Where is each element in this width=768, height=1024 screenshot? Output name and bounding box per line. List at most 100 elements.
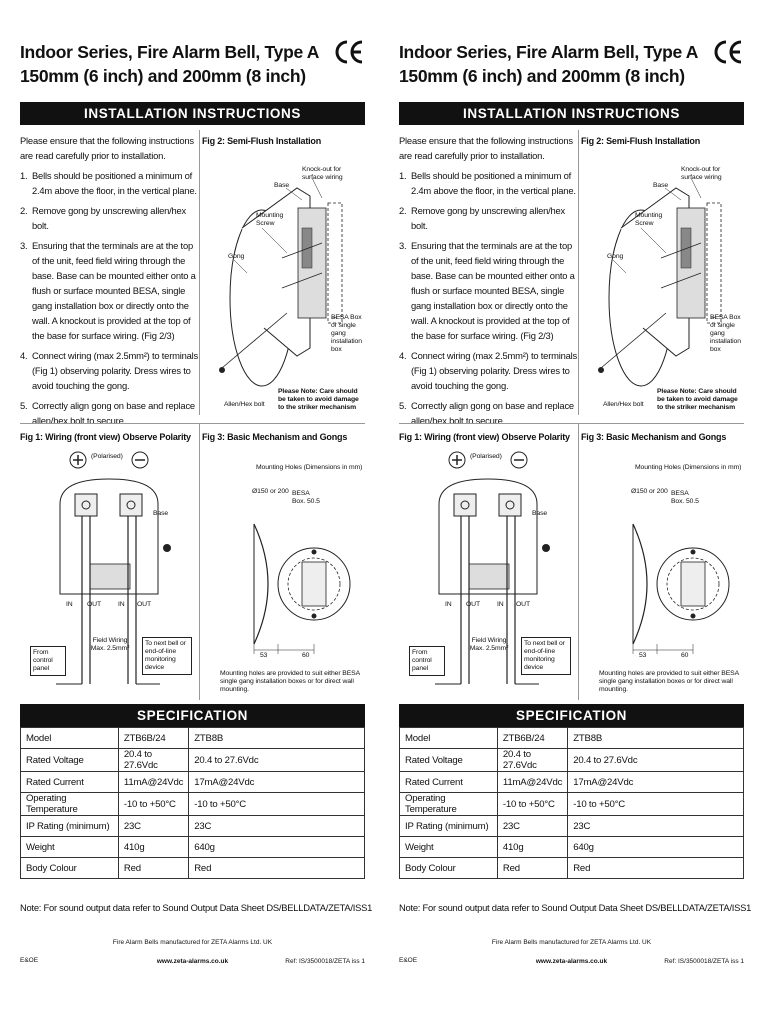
- fig1-title: Fig 1: Wiring (front view) Observe Polar…: [20, 432, 191, 442]
- fig1-diagram: (Polarised) Base IN OUT IN OUT From cont…: [399, 444, 577, 696]
- allen-bolt-label: Allen/Hex bolt: [224, 401, 265, 408]
- page-title: Indoor Series, Fire Alarm Bell, Type A 1…: [399, 42, 699, 86]
- polarised-label: (Polarised): [470, 453, 502, 460]
- step-item: 3.Ensuring that the terminals are at the…: [20, 240, 196, 341]
- dim-53-label: 53: [260, 652, 268, 659]
- reference-text: Ref: IS/3500018/ZETA iss 1: [664, 958, 744, 965]
- step-item: 3.Ensuring that the terminals are at the…: [399, 240, 575, 341]
- installation-instructions: Please ensure that the following instruc…: [20, 133, 200, 433]
- besa-box-label: BESA Box or single gang installation box: [710, 314, 741, 353]
- out-label: OUT: [516, 601, 531, 608]
- out-label: OUT: [87, 601, 102, 608]
- mounting-note: Mounting holes are provided to suit eith…: [220, 670, 360, 693]
- fig3-diagram: Mounting Holes (Dimensions in mm) Ø150 o…: [581, 444, 744, 696]
- website-link[interactable]: www.zeta-alarms.co.uk: [535, 958, 608, 965]
- in-label: IN: [66, 601, 73, 608]
- installation-banner: INSTALLATION INSTRUCTIONS: [399, 102, 744, 125]
- besa-box-label: BESA Box or single gang installation box: [331, 314, 362, 353]
- ce-mark-icon: [335, 40, 363, 64]
- installation-instructions: Please ensure that the following instruc…: [399, 133, 579, 433]
- ce-mark-icon: [714, 40, 742, 64]
- sound-output-note: Note: For sound output data refer to Sou…: [20, 902, 373, 913]
- next-bell-label: To next bell or end-of-line monitoring d…: [142, 637, 192, 675]
- gong-label: Gong: [228, 253, 245, 260]
- fig2-diagram: Knock-out for surface wiring Base Mounti…: [202, 148, 365, 418]
- out-label: OUT: [466, 601, 481, 608]
- diameter-label: Ø150 or 200: [631, 488, 668, 495]
- step-item: 2.Remove gong by unscrewing allen/hex bo…: [399, 205, 566, 231]
- knockout-label: Knock-out for surface wiring: [302, 166, 343, 181]
- mounting-holes-label: Mounting Holes (Dimensions in mm): [256, 464, 363, 471]
- step-item: 5.Correctly align gong on base and repla…: [399, 400, 574, 426]
- intro-text: Please ensure that the following instruc…: [399, 135, 573, 161]
- mounting-note: Mounting holes are provided to suit eith…: [599, 670, 739, 693]
- step-item: 2.Remove gong by unscrewing allen/hex bo…: [20, 205, 187, 231]
- base-label: Base: [153, 510, 169, 517]
- divider: [399, 423, 744, 424]
- field-wiring-label: Field Wiring Max. 2.5mm²: [469, 637, 509, 652]
- divider: [199, 424, 200, 700]
- base-label: Base: [653, 182, 669, 189]
- table-row: Operating Temperature-10 to +50°C-10 to …: [20, 792, 365, 816]
- reference-text: Ref: IS/3500018/ZETA iss 1: [285, 958, 365, 965]
- installation-banner: INSTALLATION INSTRUCTIONS: [20, 102, 365, 125]
- dim-60-label: 60: [681, 652, 689, 659]
- fig2-title: Fig 2: Semi-Flush Installation: [202, 136, 322, 146]
- step-item: 4.Connect wiring (max 2.5mm²) to termina…: [399, 350, 578, 391]
- knockout-label: Knock-out for surface wiring: [681, 166, 722, 181]
- manufacturer-text: Fire Alarm Bells manufactured for ZETA A…: [112, 939, 273, 946]
- table-row: Operating Temperature-10 to +50°C-10 to …: [399, 792, 744, 816]
- specification-banner: SPECIFICATION: [399, 704, 744, 727]
- panel-left: Indoor Series, Fire Alarm Bell, Type A 1…: [20, 0, 373, 1024]
- in-label: IN: [497, 601, 504, 608]
- step-item: 1.Bells should be positioned a minimum o…: [20, 170, 197, 196]
- fig3-title: Fig 3: Basic Mechanism and Gongs: [581, 432, 727, 442]
- fig1-title: Fig 1: Wiring (front view) Observe Polar…: [399, 432, 570, 442]
- panel-right: Indoor Series, Fire Alarm Bell, Type A 1…: [399, 0, 752, 1024]
- eoe-text: E&OE: [399, 957, 418, 964]
- mounting-screw-label: Mounting Screw: [635, 212, 663, 227]
- base-label: Base: [532, 510, 548, 517]
- from-panel-label: From control panel: [409, 646, 445, 676]
- base-label: Base: [274, 182, 290, 189]
- diameter-label: Ø150 or 200: [252, 488, 289, 495]
- besa-box-label: BESA Box. 50.5: [292, 490, 320, 505]
- next-bell-label: To next bell or end-of-line monitoring d…: [521, 637, 571, 675]
- page-title: Indoor Series, Fire Alarm Bell, Type A 1…: [20, 42, 320, 86]
- sound-output-note: Note: For sound output data refer to Sou…: [399, 902, 752, 913]
- website-link[interactable]: www.zeta-alarms.co.uk: [156, 958, 229, 965]
- in-label: IN: [445, 601, 452, 608]
- fig3-title: Fig 3: Basic Mechanism and Gongs: [202, 432, 348, 442]
- in-label: IN: [118, 601, 125, 608]
- divider: [199, 130, 200, 415]
- besa-box-label: BESA Box. 50.5: [671, 490, 699, 505]
- fig2-diagram: Knock-out for surface wiring Base Mounti…: [581, 148, 744, 418]
- specification-banner: SPECIFICATION: [20, 704, 365, 727]
- manufacturer-text: Fire Alarm Bells manufactured for ZETA A…: [491, 939, 652, 946]
- fig1-diagram: (Polarised) Base IN OUT IN OUT From cont…: [20, 444, 198, 696]
- eoe-text: E&OE: [20, 957, 39, 964]
- step-item: 4.Connect wiring (max 2.5mm²) to termina…: [20, 350, 199, 391]
- gong-label: Gong: [607, 253, 624, 260]
- out-label: OUT: [137, 601, 152, 608]
- divider: [20, 423, 365, 424]
- dim-60-label: 60: [302, 652, 310, 659]
- mounting-screw-label: Mounting Screw: [256, 212, 284, 227]
- polarised-label: (Polarised): [91, 453, 123, 460]
- fig3-diagram: Mounting Holes (Dimensions in mm) Ø150 o…: [202, 444, 365, 696]
- care-note: Please Note: Care should be taken to avo…: [657, 388, 738, 411]
- divider: [578, 130, 579, 415]
